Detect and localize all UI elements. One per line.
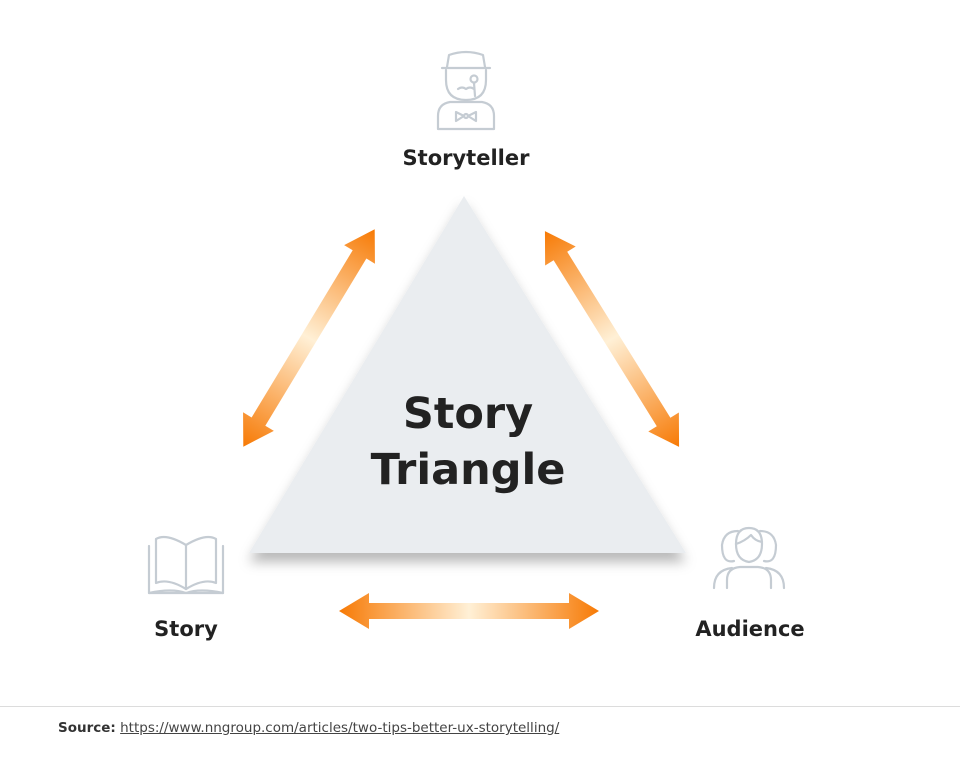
storyteller-icon [436, 50, 496, 131]
center-triangle [249, 196, 686, 553]
footer-divider [0, 706, 960, 707]
source-footer: Source: https://www.nngroup.com/articles… [58, 720, 559, 736]
source-label: Source: [58, 720, 116, 736]
story-audience-arrow [339, 593, 599, 629]
center-title-line2: Triangle [371, 445, 566, 495]
story-label: Story [154, 617, 218, 641]
audience-icon [712, 526, 786, 590]
storyteller-label: Storyteller [403, 146, 531, 170]
source-link[interactable]: https://www.nngroup.com/articles/two-tip… [120, 720, 560, 736]
center-title-line1: Story [403, 389, 533, 439]
story-triangle-diagram: Story Triangle Storyteller Story Au [147, 50, 805, 641]
book-icon [147, 535, 225, 595]
audience-label: Audience [695, 617, 804, 641]
